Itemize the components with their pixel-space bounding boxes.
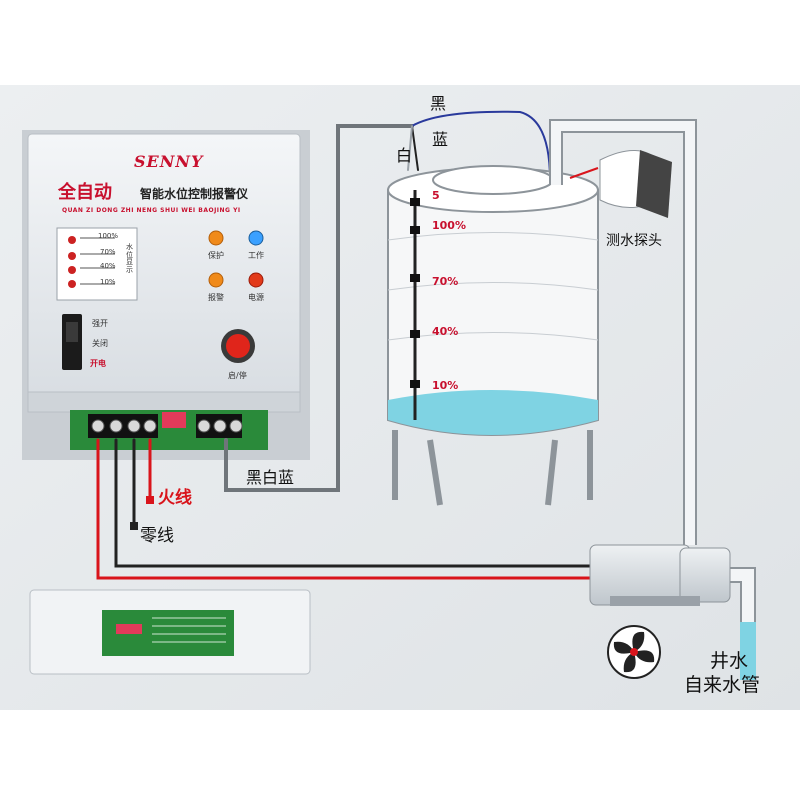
black-wire-label: 黑: [430, 94, 447, 113]
neutral-wire-label: 零线: [140, 526, 174, 546]
tank-level-70: 70%: [432, 275, 459, 288]
level-caption: 水位显示: [126, 243, 133, 275]
live-wire-label: 火线: [158, 488, 192, 508]
tank-level-100: 100%: [432, 219, 466, 232]
tank-level-40: 40%: [432, 325, 459, 338]
tank-level-5: 5: [432, 189, 440, 202]
alarm-lamp: [208, 272, 224, 288]
controller-pinyin: QUAN ZI DONG ZHI NENG SHUI WEI BAOJING Y…: [62, 207, 241, 214]
source-label-line2: 自来水管: [684, 674, 761, 696]
probe-label: 测水探头: [606, 233, 662, 249]
pipes: [549, 119, 756, 680]
brand-logo: SENNY: [134, 152, 204, 171]
switch-off-label: 关闭: [92, 339, 108, 348]
blue-wire-label: 蓝: [432, 130, 449, 149]
switch-on-label: 开电: [90, 359, 106, 368]
white-wire-label: 白: [396, 146, 413, 165]
level-scale-10: 10%: [100, 278, 116, 286]
water-pump: [589, 544, 731, 606]
controller-title-main: 全自动: [58, 182, 112, 203]
pump-fan-icon: [607, 625, 661, 679]
alarm-label: 报警: [208, 293, 224, 302]
work-label: 工作: [248, 251, 264, 260]
protect-label: 保护: [208, 251, 224, 260]
level-scale-40: 40%: [100, 262, 116, 270]
protect-lamp: [208, 230, 224, 246]
tank-water: [388, 390, 598, 435]
start-stop-label: 启/停: [228, 371, 247, 380]
controller-box: [22, 130, 310, 460]
switch-force-on-label: 强开: [92, 319, 108, 328]
water-probe-sensor: [569, 150, 672, 218]
work-lamp: [248, 230, 264, 246]
controller-title-sub: 智能水位控制报警仪: [140, 187, 249, 201]
power-label: 电源: [248, 293, 264, 302]
spare-unit: [29, 589, 311, 675]
level-leds: [68, 236, 115, 288]
tank-level-10: 10%: [432, 379, 459, 392]
source-label-line1: 井水: [710, 650, 749, 672]
water-tank: [387, 165, 599, 506]
level-scale-100: 100%: [98, 232, 119, 240]
wires: [96, 110, 602, 580]
probe-cable-label: 黑白蓝: [246, 468, 295, 487]
power-lamp: [248, 272, 264, 288]
level-scale-70: 70%: [100, 248, 116, 256]
